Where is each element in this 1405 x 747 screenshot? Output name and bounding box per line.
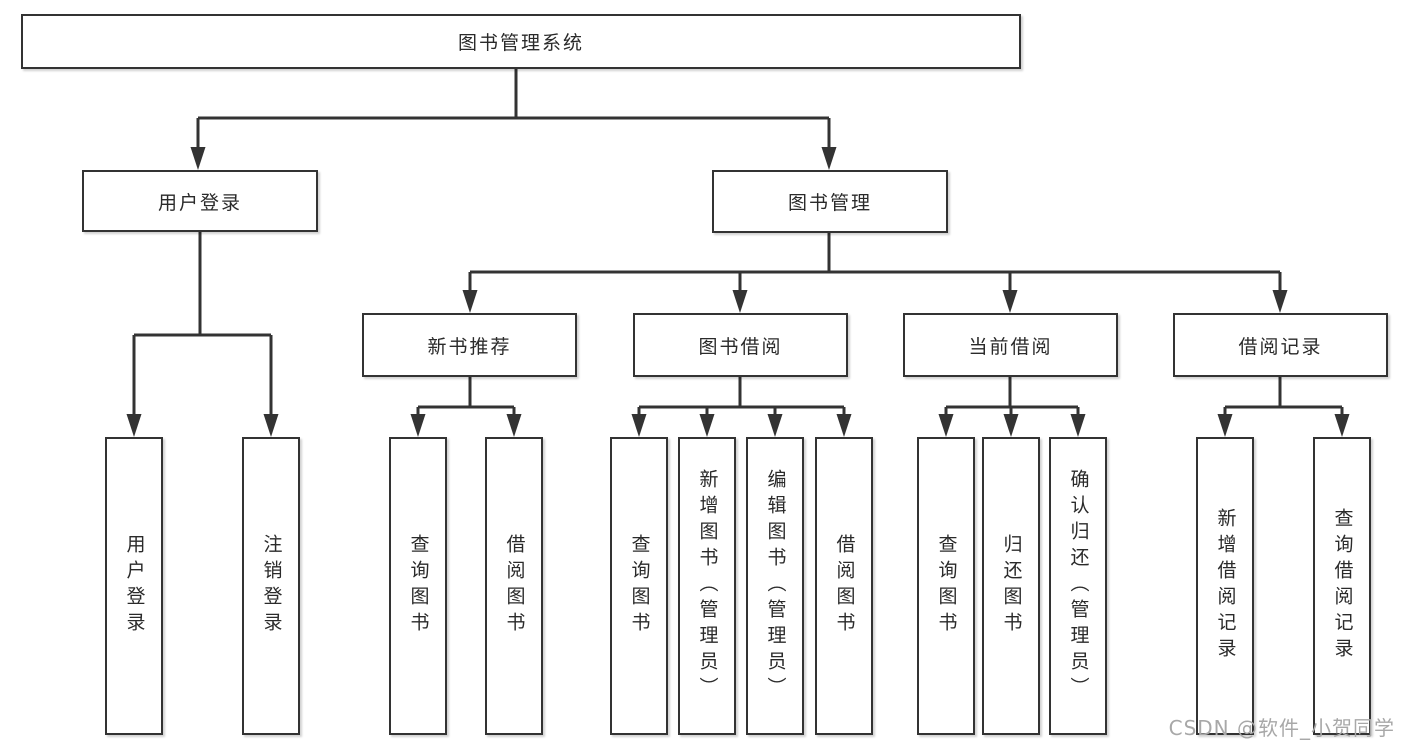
node-user-login: 用户登录 <box>82 170 318 232</box>
watermark: CSDN @软件_小贺同学 <box>1168 716 1395 740</box>
leaf-label: 查询图书 <box>628 534 651 638</box>
leaf-label: 查询图书 <box>407 534 430 638</box>
connector-borrow-records-to-leaves <box>1217 377 1350 437</box>
leaf-return-books: 归还图书 <box>982 437 1040 735</box>
node-label: 图书管理系统 <box>457 32 584 54</box>
node-new-book-recommendation: 新书推荐 <box>362 313 577 377</box>
leaf-label: 用户登录 <box>123 534 146 638</box>
connector-new-book-recommendation-to-leaves <box>410 377 522 437</box>
leaf-label: 确认归还（管理员） <box>1067 469 1090 703</box>
leaf-label: 查询借阅记录 <box>1331 508 1354 664</box>
node-library-management-system: 图书管理系统 <box>21 14 1021 69</box>
connector-book-management-to-level3 <box>462 233 1288 313</box>
node-label: 借阅记录 <box>1238 335 1323 358</box>
leaf-label: 注销登录 <box>260 534 283 638</box>
leaf-add-borrow-record: 新增借阅记录 <box>1196 437 1254 735</box>
leaf-query-books-recommend: 查询图书 <box>389 437 447 735</box>
leaf-add-books-admin: 新增图书（管理员） <box>678 437 736 735</box>
node-label: 图书借阅 <box>698 335 783 358</box>
leaf-label: 归还图书 <box>1000 534 1023 638</box>
leaf-query-books-borrowing: 查询图书 <box>610 437 668 735</box>
node-label: 用户登录 <box>157 191 242 214</box>
node-book-management: 图书管理 <box>712 170 948 233</box>
connector-user-login-to-leaves <box>126 232 279 437</box>
node-current-borrowing: 当前借阅 <box>903 313 1118 377</box>
node-label: 图书管理 <box>787 192 872 214</box>
leaf-borrow-books-recommend: 借阅图书 <box>485 437 543 735</box>
leaf-logout: 注销登录 <box>242 437 300 735</box>
leaf-edit-books-admin: 编辑图书（管理员） <box>746 437 804 735</box>
leaf-user-login: 用户登录 <box>105 437 163 735</box>
leaf-label: 借阅图书 <box>833 534 856 638</box>
leaf-label: 借阅图书 <box>503 534 526 638</box>
leaf-label: 编辑图书（管理员） <box>764 469 787 703</box>
connector-book-borrowing-to-leaves <box>631 377 852 437</box>
leaf-confirm-return-admin: 确认归还（管理员） <box>1049 437 1107 735</box>
leaf-label: 新增借阅记录 <box>1214 508 1237 664</box>
connector-current-borrowing-to-leaves <box>938 377 1086 437</box>
node-borrow-records: 借阅记录 <box>1173 313 1388 377</box>
node-label: 新书推荐 <box>427 335 512 358</box>
node-book-borrowing: 图书借阅 <box>633 313 848 377</box>
leaf-query-books-current: 查询图书 <box>917 437 975 735</box>
node-label: 当前借阅 <box>968 335 1053 358</box>
leaf-borrow-books: 借阅图书 <box>815 437 873 735</box>
leaf-label: 新增图书（管理员） <box>696 469 719 703</box>
leaf-label: 查询图书 <box>935 534 958 638</box>
leaf-query-borrow-record: 查询借阅记录 <box>1313 437 1371 735</box>
connector-root-to-level2 <box>190 69 837 170</box>
